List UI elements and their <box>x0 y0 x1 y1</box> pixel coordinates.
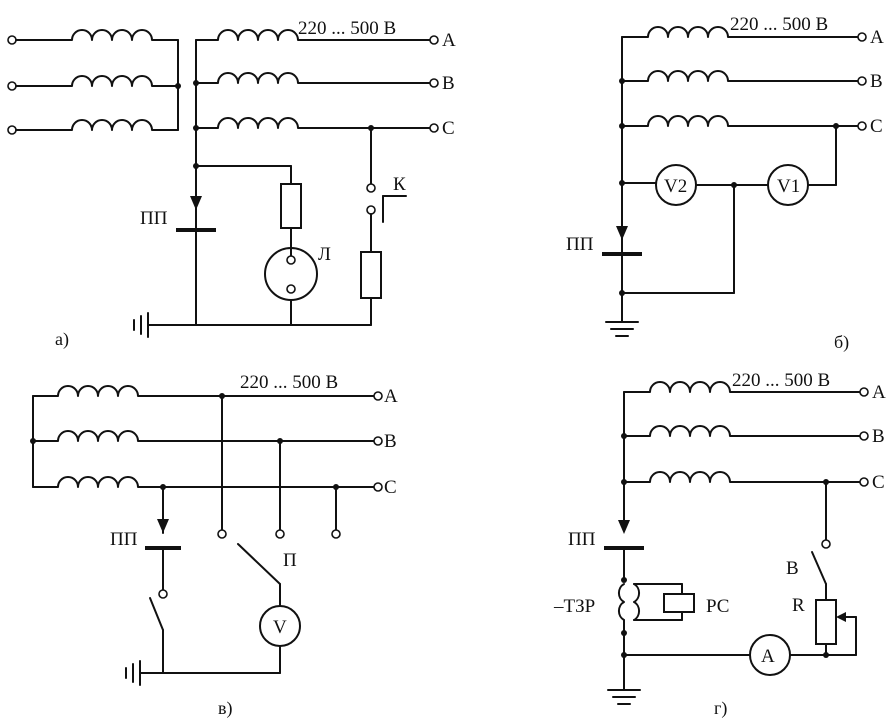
breakdown-fuse: ПП <box>140 196 216 230</box>
b-label: В <box>786 558 799 579</box>
phase-c-label-g: C <box>872 472 885 493</box>
primary-windings <box>8 30 181 134</box>
v2-label: V2 <box>664 176 687 197</box>
tzr-label: –ТЗР <box>553 596 595 617</box>
caption-b: б) <box>834 332 849 353</box>
voltmeter-v1: V1 <box>768 165 808 205</box>
voltmeter-v: V <box>260 606 300 646</box>
breakdown-fuse-b: ПП <box>566 226 642 255</box>
phase-b-label-v: B <box>384 431 397 452</box>
phase-a-label-g: A <box>872 382 886 403</box>
signal-lamp: Л <box>265 244 331 300</box>
caption-a: а) <box>55 329 69 350</box>
rheostat-r: R <box>792 595 856 655</box>
breakdown-fuse-g: ПП <box>568 520 644 550</box>
panel-g: 220 ... 500 В A B C ПП –ТЗР РС <box>553 370 886 719</box>
voltage-label-v: 220 ... 500 В <box>240 372 338 393</box>
ground-icon-b <box>606 322 638 336</box>
button-k: К <box>383 174 406 222</box>
phase-b-label-g: B <box>872 426 885 447</box>
caption-v: в) <box>218 698 233 719</box>
r-label: R <box>792 595 805 616</box>
ground-icon-g <box>608 690 640 704</box>
pp-label-v: ПП <box>110 529 138 550</box>
a-label: А <box>761 646 775 667</box>
rs-label: РС <box>706 596 729 617</box>
current-transformer-tzr: –ТЗР <box>553 584 682 620</box>
v1-label: V1 <box>777 176 800 197</box>
phase-c-label: C <box>442 118 455 139</box>
phase-c-label-b: C <box>870 116 883 137</box>
phase-a-label-b: A <box>870 27 884 48</box>
pp-label: ПП <box>140 208 168 229</box>
panel-b: 220 ... 500 В A B C ПП V2 V1 <box>566 14 884 353</box>
phase-b-label-b: B <box>870 71 883 92</box>
voltage-label: 220 ... 500 В <box>298 18 396 39</box>
voltage-label-b: 220 ... 500 В <box>730 14 828 35</box>
panel-v: 220 ... 500 В A B C П V <box>30 372 398 719</box>
secondary-windings-b: 220 ... 500 В A B C <box>622 14 884 137</box>
voltage-label-g: 220 ... 500 В <box>732 370 830 391</box>
resistor-a <box>281 184 301 228</box>
secondary-windings-v: 220 ... 500 В A B C <box>33 372 398 498</box>
phase-a-label-v: A <box>384 386 398 407</box>
switch-p: П <box>238 544 297 584</box>
switch-b: В <box>786 552 826 584</box>
pp-label-g: ПП <box>568 529 596 550</box>
resistor-k <box>361 252 381 298</box>
ground-switch <box>150 598 163 630</box>
secondary-windings-g: 220 ... 500 В A B C <box>624 370 886 493</box>
voltmeter-v2: V2 <box>656 165 696 205</box>
relay-rs: РС <box>664 594 729 617</box>
panel-a: 220 ... 500 В A B C ПП Л <box>8 18 456 350</box>
phase-b-label: B <box>442 73 455 94</box>
p-label: П <box>283 550 297 571</box>
v-label: V <box>273 617 287 638</box>
secondary-windings: 220 ... 500 В A B C <box>196 18 456 139</box>
ground-icon-v <box>126 661 140 685</box>
lamp-label: Л <box>318 244 331 265</box>
phase-c-label-v: C <box>384 477 397 498</box>
caption-g: г) <box>714 698 727 719</box>
pp-label-b: ПП <box>566 234 594 255</box>
breakdown-fuse-v: ПП <box>110 519 181 550</box>
k-label: К <box>393 174 406 195</box>
ammeter-a: А <box>750 635 790 675</box>
ground-icon <box>134 313 148 337</box>
phase-a-label: A <box>442 30 456 51</box>
